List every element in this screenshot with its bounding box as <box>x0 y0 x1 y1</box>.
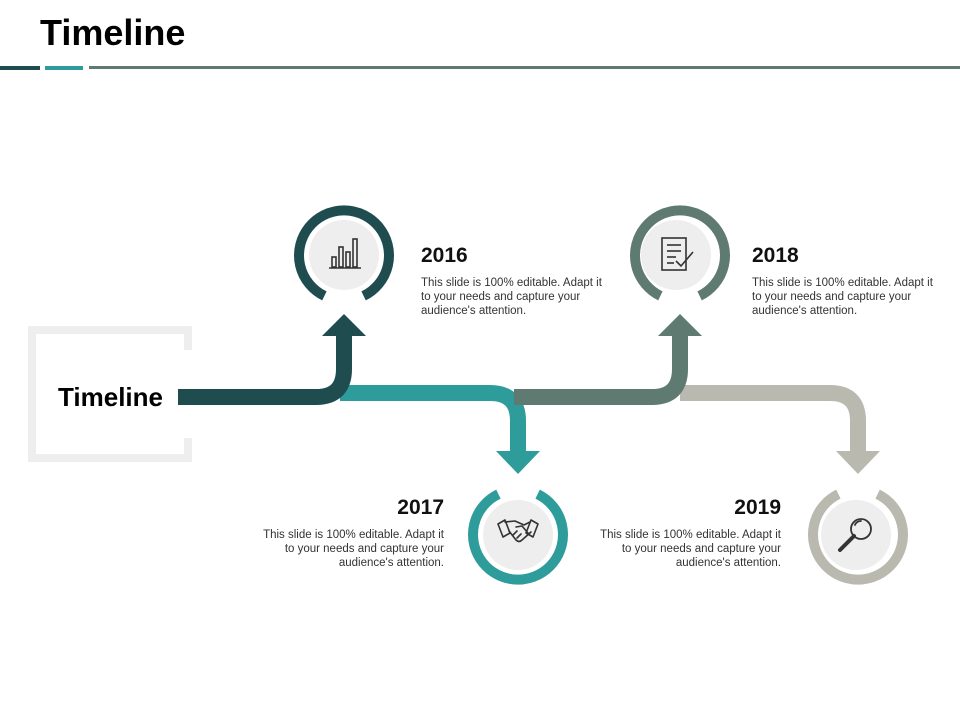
milestone-ring-2017 <box>468 489 568 585</box>
milestone-year-2019: 2019 <box>734 496 781 519</box>
header-accent-bar-teal <box>45 66 83 70</box>
path-segment-2016 <box>178 314 366 405</box>
bar-chart-icon <box>329 238 361 269</box>
milestone-year-2017: 2017 <box>397 496 444 519</box>
milestone-ring-2018 <box>630 205 730 301</box>
milestone-text-2018: This slide is 100% editable. Adapt it to… <box>752 277 933 317</box>
milestone-text-2019: This slide is 100% editable. Adapt it to… <box>600 529 781 569</box>
milestone-year-2018: 2018 <box>752 244 799 267</box>
page-title: Timeline <box>40 12 186 53</box>
milestone-ring-2019 <box>808 489 908 585</box>
header-accent-bar-dark <box>0 66 40 70</box>
header-divider-line <box>89 66 960 69</box>
path-segment-2017 <box>340 385 540 474</box>
start-box-frame <box>28 326 192 462</box>
checklist-icon <box>661 237 694 271</box>
milestone-ring-2016 <box>294 205 394 301</box>
path-segment-2019 <box>680 385 880 474</box>
milestone-year-2016: 2016 <box>421 244 468 267</box>
milestone-text-2016: This slide is 100% editable. Adapt it to… <box>421 277 602 317</box>
magnifier-icon <box>838 518 872 552</box>
handshake-icon <box>497 519 539 543</box>
start-label: Timeline <box>57 382 163 412</box>
milestone-text-2017: This slide is 100% editable. Adapt it to… <box>263 529 444 569</box>
path-segment-2018 <box>514 314 702 405</box>
